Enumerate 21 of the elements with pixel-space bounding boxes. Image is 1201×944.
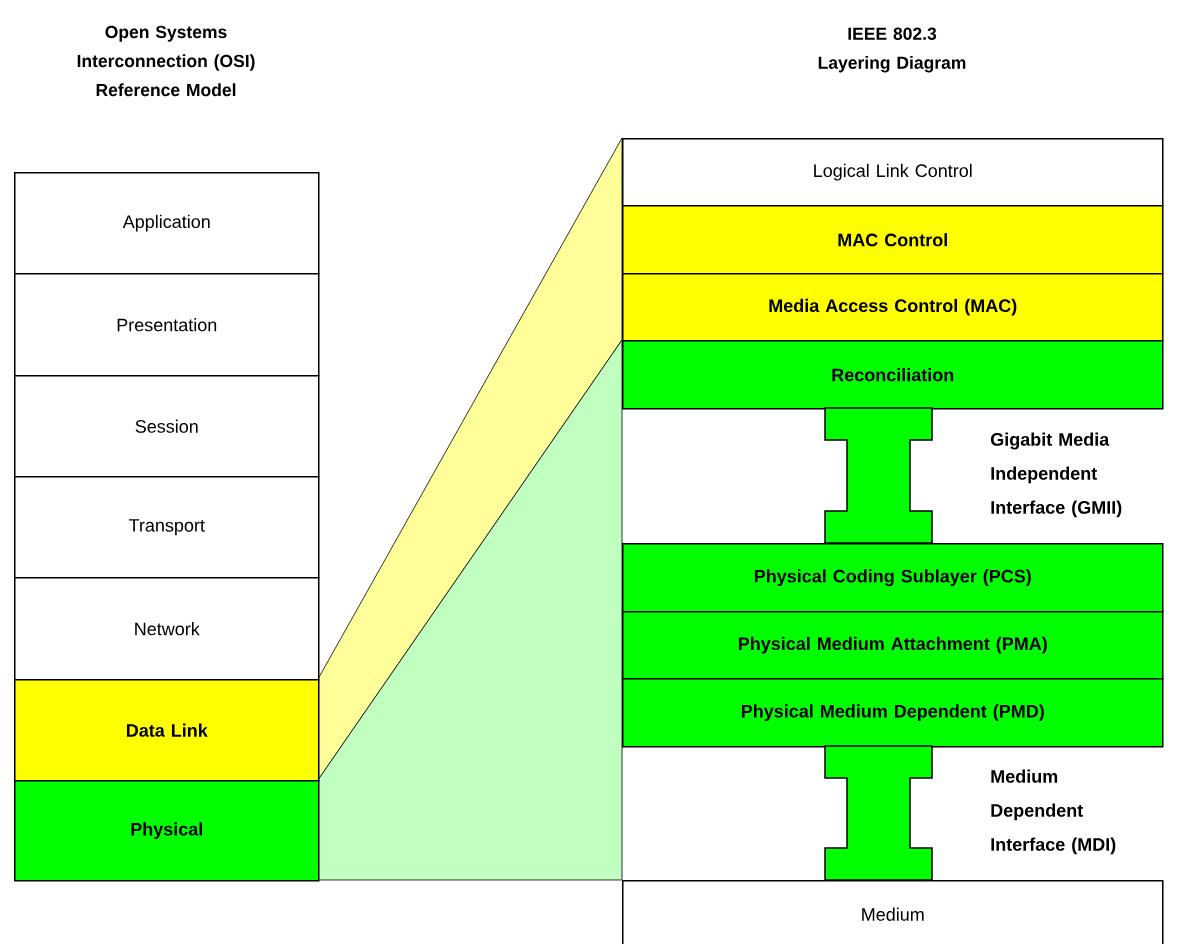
- column-title: Open Systems Interconnection (OSI) Reference Model: [77, 25, 255, 97]
- layer-box: Media Access Control (MAC): [622, 273, 1164, 342]
- layer-box: Logical Link Control: [622, 138, 1164, 207]
- layer-box: Physical: [14, 780, 320, 882]
- layer-box: Reconciliation: [622, 340, 1164, 410]
- interface-label: Gigabit Media Independent Interface (GMII): [990, 432, 1122, 518]
- column-title: IEEE 802.3 Layering Diagram: [818, 27, 966, 73]
- layer-box: Presentation: [14, 273, 320, 377]
- layer-box: Data Link: [14, 679, 320, 782]
- interface-label: Medium Dependent Interface (MDI): [991, 769, 1116, 855]
- layer-box: Application: [14, 172, 320, 275]
- layer-box: Network: [14, 577, 320, 681]
- layer-box: Session: [14, 375, 320, 478]
- layer-box: Medium: [622, 880, 1164, 944]
- layer-box: MAC Control: [622, 205, 1164, 275]
- layer-box: Transport: [14, 476, 320, 579]
- interface-connector: [824, 745, 933, 881]
- layer-box: Physical Medium Dependent (PMD): [622, 678, 1164, 748]
- layer-box: Physical Medium Attachment (PMA): [622, 611, 1164, 680]
- layer-box: Physical Coding Sublayer (PCS): [622, 543, 1164, 613]
- interface-connector: [824, 407, 933, 544]
